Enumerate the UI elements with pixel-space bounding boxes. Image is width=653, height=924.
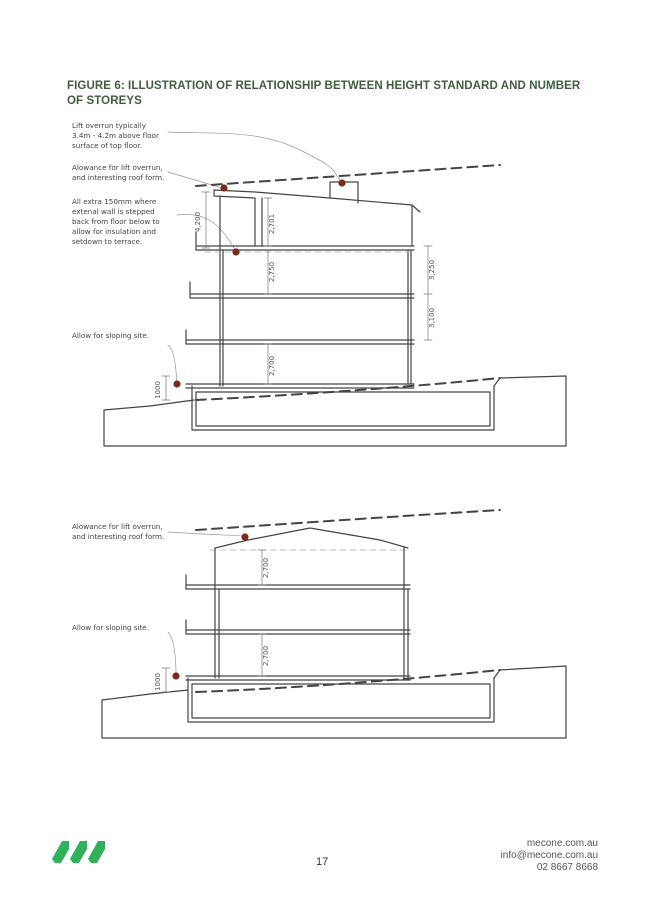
note-lift-overrun: Lift overrun typically 3.4m - 4.2m above… xyxy=(72,121,159,151)
email-text: info@mecone.com.au xyxy=(500,850,598,861)
dim-2700-upper: 2,700 xyxy=(262,558,270,578)
note-line: allow for insulation and xyxy=(72,227,156,236)
company-logo xyxy=(52,841,105,863)
note-line: Alowance for lift overrun, xyxy=(72,163,163,172)
note-line: setdown to terrace. xyxy=(72,237,143,246)
phone-text: 02 8667 8668 xyxy=(536,862,598,873)
note-roof-allowance: Alowance for lift overrun, and interesti… xyxy=(72,163,164,183)
note-line: back from floor below to xyxy=(72,217,160,226)
marker-dot xyxy=(172,672,180,680)
note-line: Alowance for lift overrun, xyxy=(72,522,163,531)
section-diagram-1 xyxy=(103,131,567,447)
note-line: Lift overrun typically xyxy=(72,121,146,130)
note-roof-allowance-2: Alowance for lift overrun, and interesti… xyxy=(72,522,164,542)
note-line: 3.4m - 4.2m above floor xyxy=(72,131,159,140)
dim-2700-lower: 2,700 xyxy=(262,646,270,666)
marker-dot xyxy=(220,184,228,192)
note-line: and interesting roof form. xyxy=(72,173,165,182)
website-text: mecone.com.au xyxy=(526,838,598,849)
note-sloping-site-2: Allow for sloping site. xyxy=(72,623,150,632)
page-number: 17 xyxy=(316,856,329,868)
note-line: All extra 150mm where xyxy=(72,197,157,206)
note-sloping-site: Allow for sloping site. xyxy=(72,331,150,340)
section-diagram-2 xyxy=(101,509,567,739)
dim-2750: 2,750 xyxy=(268,262,276,282)
dim-4200: 4,200 xyxy=(194,212,202,232)
note-wall-stepback: All extra 150mm where extenal wall is st… xyxy=(72,197,160,247)
figure-title: FIGURE 6: ILLUSTRATION OF RELATIONSHIP B… xyxy=(67,80,581,107)
note-line: surface of top floor. xyxy=(72,141,143,150)
dim-3100: 3,100 xyxy=(428,308,436,328)
dim-1000: 1000 xyxy=(154,381,162,399)
marker-dot xyxy=(241,533,249,541)
marker-dot xyxy=(232,248,240,256)
dim-2701: 2,701 xyxy=(268,214,276,234)
note-line: extenal wall is stepped xyxy=(72,207,155,216)
contact-block: mecone.com.au info@mecone.com.au 02 8667… xyxy=(501,838,598,874)
marker-dot xyxy=(173,380,181,388)
dim-3250: 3,250 xyxy=(428,260,436,280)
marker-dot xyxy=(338,179,346,187)
dim-2700: 2,700 xyxy=(268,356,276,376)
dim-1000-2: 1000 xyxy=(154,673,162,691)
note-line: and interesting roof form. xyxy=(72,532,165,541)
